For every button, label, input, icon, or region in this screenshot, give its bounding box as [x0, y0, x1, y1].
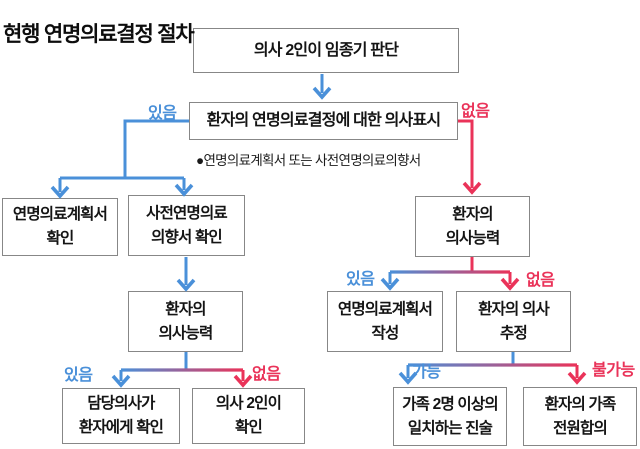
node-family-statement: 가족 2명 이상의 일치하는 진술	[393, 387, 507, 446]
branch-label-presume-impossible: 불가능	[592, 362, 635, 379]
node-intent-expression: 환자의 연명의료결정에 대한 의사표시	[189, 102, 458, 140]
branch-label-right-yes: 있음	[346, 271, 375, 288]
node-attending-confirm: 담당의사가 환자에게 확인	[62, 388, 180, 444]
node-directive-check: 사전연명의료 의향서 확인	[128, 195, 245, 256]
node-family-consensus: 환자의 가족 전원합의	[523, 387, 637, 446]
plan-or-directive-note: ●연명의료계획서 또는 사전연명의료의향서	[196, 153, 421, 168]
node-two-doctors-confirm: 의사 2인이 확인	[192, 388, 305, 444]
node-capacity-right: 환자의 의사능력	[415, 196, 530, 257]
branch-label-left-yes: 있음	[64, 367, 93, 384]
branch-label-right-no: 없음	[526, 272, 555, 289]
node-plan-check: 연명의료계획서 확인	[2, 198, 118, 256]
branch-label-left-no: 없음	[252, 366, 281, 383]
node-capacity-left: 환자의 의사능력	[128, 291, 243, 352]
branch-label-top-yes: 있음	[148, 105, 177, 122]
page-title: 현행 연명의료결정 절차	[3, 23, 195, 46]
branch-label-top-no: 없음	[461, 103, 490, 120]
node-terminal-judgment: 의사 2인이 임종기 판단	[193, 28, 459, 73]
node-intent-presumption: 환자의 의사 추정	[456, 291, 571, 352]
branch-label-presume-possible: 가능	[412, 364, 441, 381]
node-plan-write: 연명의료계획서 작성	[327, 291, 443, 352]
